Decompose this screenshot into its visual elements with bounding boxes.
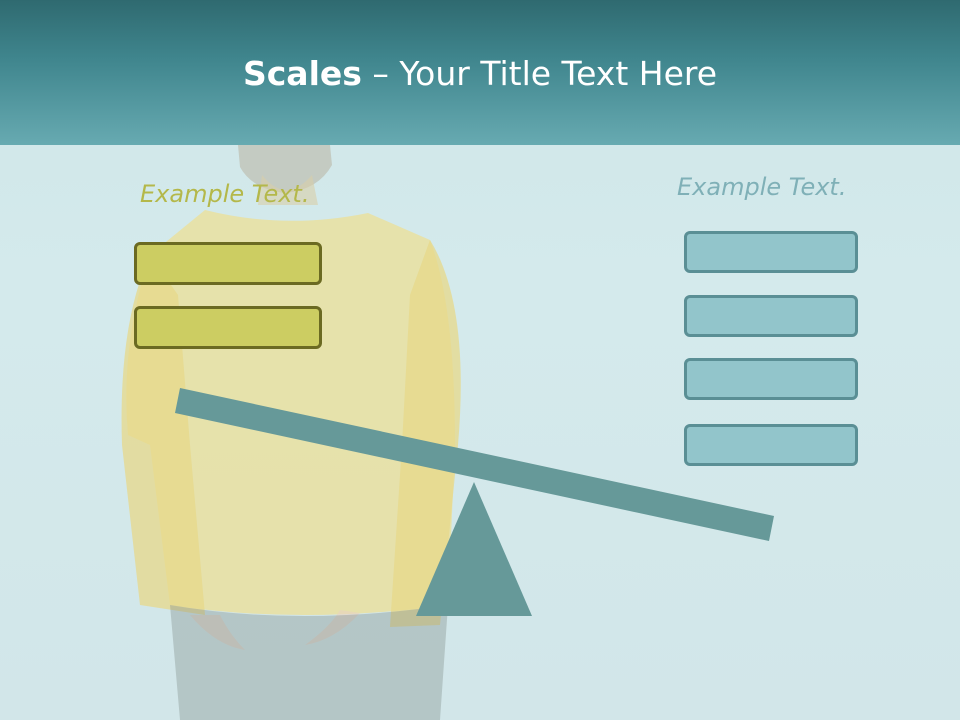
slide-title: Scales – Your Title Text Here bbox=[0, 52, 960, 96]
title-bar bbox=[0, 0, 960, 145]
title-rest: – Your Title Text Here bbox=[361, 54, 718, 93]
right-text-box-2 bbox=[684, 295, 858, 337]
left-text-box-2 bbox=[134, 306, 322, 349]
scale-fulcrum bbox=[416, 482, 532, 616]
right-example-text: Example Text. bbox=[677, 173, 847, 201]
left-example-text: Example Text. bbox=[140, 180, 310, 208]
scale-beam bbox=[175, 388, 774, 541]
title-bold: Scales bbox=[242, 54, 362, 93]
right-text-box-3 bbox=[684, 358, 858, 400]
left-text-box-1 bbox=[134, 242, 322, 285]
right-text-box-1 bbox=[684, 231, 858, 273]
right-text-box-4 bbox=[684, 424, 858, 466]
